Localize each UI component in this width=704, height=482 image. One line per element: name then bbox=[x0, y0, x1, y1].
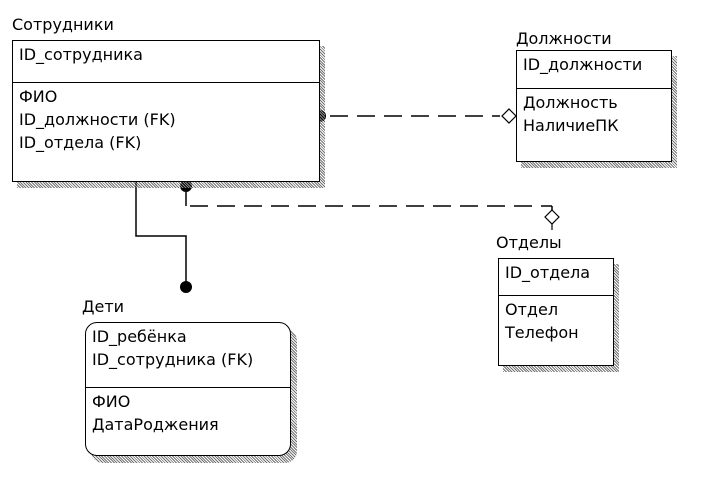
entity-departments-title: Отделы bbox=[496, 233, 562, 252]
field-child-fio: ФИО bbox=[92, 392, 131, 411]
entity-departments-key: ID_отдела bbox=[499, 259, 613, 296]
entity-positions[interactable]: ID_должности Должность НаличиеПК bbox=[516, 50, 672, 162]
entity-departments-attributes: Отдел Телефон bbox=[499, 296, 613, 344]
entity-employees-attributes: ФИО ID_должности (FK) ID_отдела (FK) bbox=[13, 83, 319, 154]
field-department-name: Отдел bbox=[505, 300, 559, 319]
entity-positions-attributes: Должность НаличиеПК bbox=[517, 89, 671, 137]
field-employee-id: ID_сотрудника bbox=[19, 45, 143, 64]
field-department-id: ID_отдела bbox=[505, 263, 591, 282]
field-fio: ФИО bbox=[19, 87, 58, 106]
field-employee-fk: ID_сотрудника (FK) bbox=[92, 350, 254, 369]
field-has-pc: НаличиеПК bbox=[523, 116, 619, 135]
entity-employees-key: ID_сотрудника bbox=[13, 41, 319, 83]
field-child-id: ID_ребёнка bbox=[92, 327, 187, 346]
entity-positions-key: ID_должности bbox=[517, 51, 671, 89]
rel-employees-children-dot bbox=[180, 281, 192, 293]
field-position-id: ID_должности bbox=[523, 55, 643, 74]
entity-departments[interactable]: ID_отдела Отдел Телефон bbox=[498, 258, 614, 366]
entity-employees-title: Сотрудники bbox=[12, 15, 114, 34]
entity-children[interactable]: ID_ребёнка ID_сотрудника (FK) ФИО ДатаРо… bbox=[85, 322, 291, 456]
entity-children-key: ID_ребёнка ID_сотрудника (FK) bbox=[86, 323, 290, 388]
rel-employees-positions-diamond bbox=[501, 108, 517, 124]
entity-children-attributes: ФИО ДатаРоджения bbox=[86, 388, 290, 436]
entity-positions-title: Должности bbox=[516, 29, 612, 48]
rel-employees-departments-diamond bbox=[544, 209, 560, 225]
field-position-fk: ID_должности (FK) bbox=[19, 110, 176, 129]
field-phone: Телефон bbox=[505, 323, 579, 342]
entity-employees[interactable]: ID_сотрудника ФИО ID_должности (FK) ID_о… bbox=[12, 40, 320, 182]
field-position-name: Должность bbox=[523, 93, 618, 112]
rel-employees-children bbox=[135, 181, 187, 282]
field-birth-date: ДатаРоджения bbox=[92, 415, 219, 434]
field-department-fk: ID_отдела (FK) bbox=[19, 133, 142, 152]
entity-children-title: Дети bbox=[82, 297, 125, 316]
